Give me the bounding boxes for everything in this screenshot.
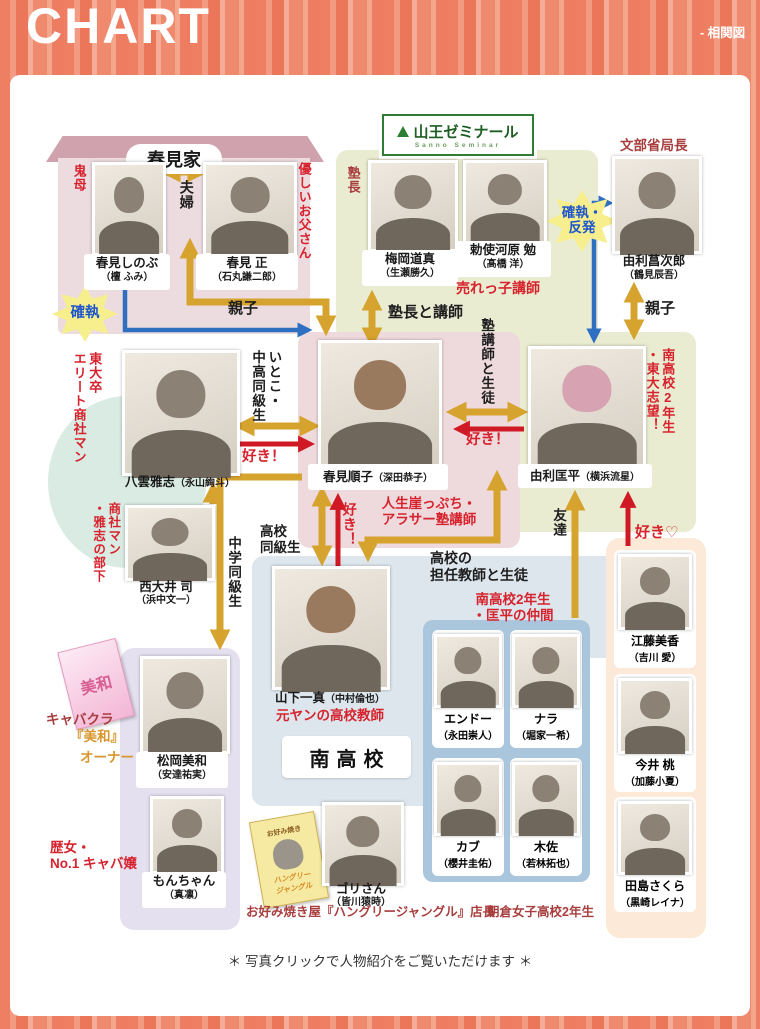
- school-name-box: 南高校: [282, 736, 411, 778]
- rel-high-school: 高校同級生: [260, 524, 301, 556]
- photo-shinobu[interactable]: [92, 162, 166, 256]
- name-shojiro: 由利菖次郎（鶴見辰吾）: [622, 254, 686, 281]
- name-gori: ゴリさん（皆川猿時）: [331, 882, 391, 908]
- label-nakama: 南高校2年生・匡平の仲間: [472, 592, 554, 624]
- rel-homeroom: 高校の担任教師と生徒: [430, 550, 528, 583]
- gorilla-icon: [270, 836, 306, 872]
- seminar-sub: Sanno Seminar: [414, 142, 502, 149]
- name-teshigawara: 勅使河原 勉（髙橋 洋）: [455, 241, 551, 277]
- footer-note: ＊ 写真クリックで人物紹介をご覧いただけます ＊: [227, 954, 533, 969]
- photo-nara[interactable]: [512, 634, 580, 708]
- role-shojiro: 文部省局長: [620, 138, 688, 153]
- role-matsuoka-1: キャバクラ: [46, 712, 114, 727]
- photo-gori[interactable]: [322, 802, 404, 886]
- photo-tajima[interactable]: [618, 801, 692, 875]
- feud-rebel-burst: 確執・反発: [546, 190, 618, 252]
- name-nishioi: 西大井 司（浜中文一）: [136, 580, 196, 606]
- card-kisa: 木佐（若林拓也）: [510, 758, 582, 876]
- feud-burst: 確執: [52, 286, 118, 342]
- role-kyohei-1: 南高校2年生: [660, 348, 676, 434]
- note-asakura: 朝倉女子高校2年生: [487, 905, 594, 919]
- label-suki-heart: 好き♡: [635, 524, 679, 541]
- name-umeoka: 梅岡道真（生瀬勝久）: [362, 250, 458, 286]
- rel-couple: 夫婦: [178, 180, 195, 210]
- photo-nishioi[interactable]: [125, 505, 215, 581]
- role-nishioi-2: ・雅志の部下: [91, 502, 106, 583]
- rel-junior-high: 中学同級生: [226, 536, 242, 609]
- page-tag: - 相関図: [700, 26, 746, 40]
- rel-tutor-student: 塾講師と生徒: [479, 318, 495, 405]
- card-nara: ナラ（堀家一希）: [510, 630, 582, 748]
- name-tadashi: 春見 正（石丸謙二郎）: [196, 254, 298, 290]
- seminar-name: 山王ゼミナール: [413, 124, 519, 141]
- page-title: CHART: [26, 0, 211, 54]
- rel-friends: 友達: [551, 508, 567, 537]
- rel-principal-lecturer: 塾長と講師: [388, 304, 464, 321]
- role-yakumo-1: 東大卒: [87, 352, 103, 394]
- photo-matsuoka[interactable]: [140, 656, 230, 754]
- photo-kisa[interactable]: [512, 762, 580, 836]
- card-tajima: 田島さくら（黒崎レイナ）: [614, 797, 696, 912]
- label-suki-yakumo: 好き！: [242, 449, 286, 465]
- photo-tadashi[interactable]: [203, 162, 297, 256]
- rel-parent-child-2: 親子: [645, 300, 676, 317]
- name-monchan: もんちゃん（真凛）: [142, 872, 226, 908]
- note-okonomiyaki: お好み焼き屋『ハングリージャングル』店長: [246, 905, 496, 919]
- name-matsuoka: 松岡美和（安達祐実）: [136, 752, 228, 788]
- photo-endo[interactable]: [434, 634, 502, 708]
- photo-junko[interactable]: [318, 340, 442, 470]
- name-kyohei: 由利匡平（横浜流星）: [518, 464, 652, 488]
- role-teshigawara: 売れっ子講師: [456, 280, 540, 296]
- role-monchan: 歴女・No.1 キャバ嬢: [50, 840, 138, 872]
- rel-parent-child: 親子: [228, 300, 259, 317]
- photo-monchan[interactable]: [150, 796, 224, 874]
- role-shinobu: 鬼母: [71, 164, 87, 192]
- rel-cousin-1: いとこ・: [266, 350, 282, 408]
- seminar-logo-icon: [397, 126, 410, 137]
- photo-yamashita[interactable]: [272, 566, 390, 690]
- photo-imai[interactable]: [618, 678, 692, 754]
- name-junko: 春見順子（深田恭子）: [308, 464, 448, 490]
- role-umeoka: 塾長: [345, 166, 361, 194]
- name-shinobu: 春見しのぶ（檀 ふみ）: [84, 254, 170, 290]
- photo-eto[interactable]: [618, 554, 692, 630]
- card-imai: 今井 桃（加藤小夏）: [614, 674, 696, 792]
- role-matsuoka-3: オーナー: [80, 750, 134, 765]
- role-nishioi-1: 商社マン: [106, 502, 121, 556]
- card-endo: エンドー（永田崇人）: [432, 630, 504, 748]
- role-tadashi: 優しいお父さん: [296, 162, 312, 260]
- jungle-flyer-top: お好み焼き: [266, 825, 302, 839]
- card-eto: 江藤美香（吉川 愛）: [614, 550, 696, 668]
- name-yakumo: 八雲雅志（永山絢斗）: [124, 475, 235, 489]
- photo-kabu[interactable]: [434, 762, 502, 836]
- rel-cousin-2: 中高同級生: [250, 350, 266, 423]
- role-matsuoka-2: 『美和』: [70, 729, 124, 744]
- role-kyohei-2: ・東大志望！: [644, 348, 660, 432]
- role-yakumo-2: エリート商社マン: [71, 352, 87, 464]
- seminar-sign: 山王ゼミナール Sanno Seminar: [382, 114, 534, 156]
- role-junko: 人生崖っぷち・アラサー塾講師: [381, 496, 477, 528]
- photo-yakumo[interactable]: [122, 350, 240, 476]
- label-suki-yamashita: 好き！: [341, 502, 358, 547]
- photo-kyohei[interactable]: [528, 346, 646, 468]
- photo-shojiro[interactable]: [612, 156, 702, 254]
- role-yamashita: 元ヤンの高校教師: [276, 708, 384, 723]
- label-suki-kyohei: 好き！: [466, 432, 510, 448]
- photo-teshigawara[interactable]: [463, 160, 547, 244]
- photo-umeoka[interactable]: [368, 160, 458, 252]
- name-yamashita: 山下一真（中村倫也）: [274, 691, 385, 705]
- miwa-flyer-text: 美和: [79, 674, 115, 699]
- card-kabu: カブ（櫻井圭佑）: [432, 758, 504, 876]
